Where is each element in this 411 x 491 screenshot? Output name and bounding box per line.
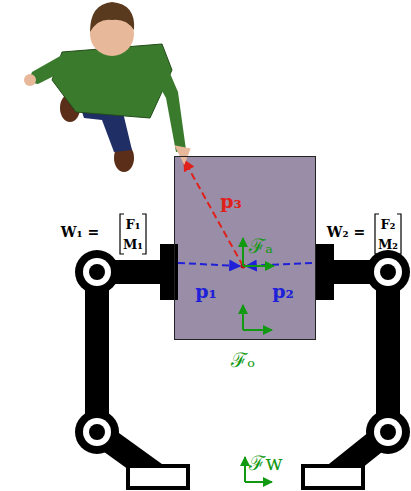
vector-label: p₃ bbox=[220, 192, 242, 211]
force-label: F₂ bbox=[381, 218, 396, 231]
right-robot-arm bbox=[303, 244, 410, 488]
moment-label: M₁ bbox=[123, 238, 143, 251]
left-robot-arm bbox=[75, 244, 188, 488]
frame-label: ℱₒ bbox=[231, 350, 255, 370]
wrench-label: W₂ = bbox=[327, 225, 365, 239]
object-fill bbox=[174, 156, 316, 340]
vector-label: p₁ bbox=[195, 282, 217, 301]
vector-label: ℱₐ bbox=[249, 236, 273, 256]
wrench-label: W₁ = bbox=[61, 225, 99, 239]
object-box: p₃ ℱₐ p₁ p₂ bbox=[174, 156, 316, 340]
force-label: F₁ bbox=[126, 218, 141, 231]
vector-p3 bbox=[184, 160, 243, 266]
vector-p1 bbox=[178, 263, 240, 266]
moment-label: M₂ bbox=[378, 238, 398, 251]
person bbox=[24, 2, 188, 172]
vector-label: p₂ bbox=[272, 282, 294, 301]
frame-label: ℱw bbox=[249, 453, 282, 473]
